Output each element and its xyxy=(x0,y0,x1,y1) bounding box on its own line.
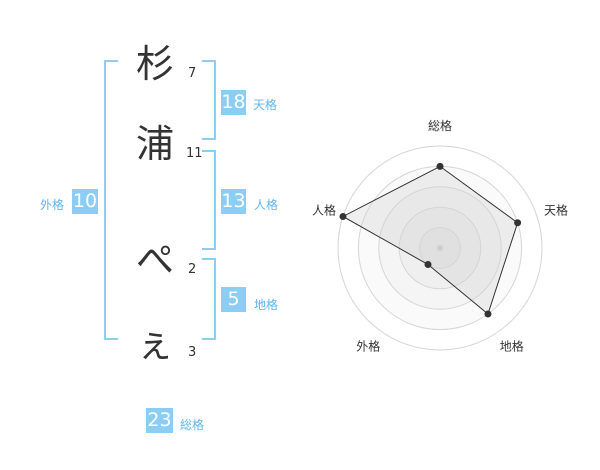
name-char-2: 浦 xyxy=(135,122,174,166)
radar-axis-label-4: 外格 xyxy=(356,339,380,354)
name-char-4: ぇ xyxy=(135,322,174,366)
radar-point-4 xyxy=(424,261,432,269)
stroke-count-1: 7 xyxy=(188,66,197,81)
name-char-3: ぺ xyxy=(135,238,174,282)
gaikaku-bracket xyxy=(104,60,118,340)
chikaku-bracket xyxy=(202,258,216,340)
stroke-count-2: 11 xyxy=(186,146,203,161)
soukaku-label: 総格 xyxy=(180,418,205,432)
tenkaku-bracket xyxy=(202,60,216,140)
stroke-count-3: 2 xyxy=(188,262,197,277)
tenkaku-value: 18 xyxy=(221,90,246,115)
gaikaku-value: 10 xyxy=(72,189,98,214)
jinkaku-label: 人格 xyxy=(254,198,279,212)
radar-center-dot xyxy=(437,245,443,251)
radar-point-3 xyxy=(484,310,492,318)
tenkaku-label: 天格 xyxy=(253,98,278,112)
stroke-count-4: 3 xyxy=(188,345,197,360)
radar-point-1 xyxy=(436,162,444,170)
soukaku-value: 23 xyxy=(146,408,173,433)
radar-axis-label-5: 人格 xyxy=(312,202,336,217)
radar-axis-label-3: 地格 xyxy=(500,339,524,354)
radar-data-polygon xyxy=(341,165,519,315)
radar-axis-label-2: 天格 xyxy=(544,202,568,217)
gaikaku-label: 外格 xyxy=(40,198,65,212)
radar-point-2 xyxy=(514,219,522,227)
chikaku-value: 5 xyxy=(221,287,246,312)
name-char-1: 杉 xyxy=(135,42,174,86)
radar-point-5 xyxy=(339,212,347,220)
jinkaku-bracket xyxy=(202,150,216,250)
radar-axis-label-1: 総格 xyxy=(428,118,452,133)
chikaku-label: 地格 xyxy=(254,298,279,312)
jinkaku-value: 13 xyxy=(221,189,246,214)
